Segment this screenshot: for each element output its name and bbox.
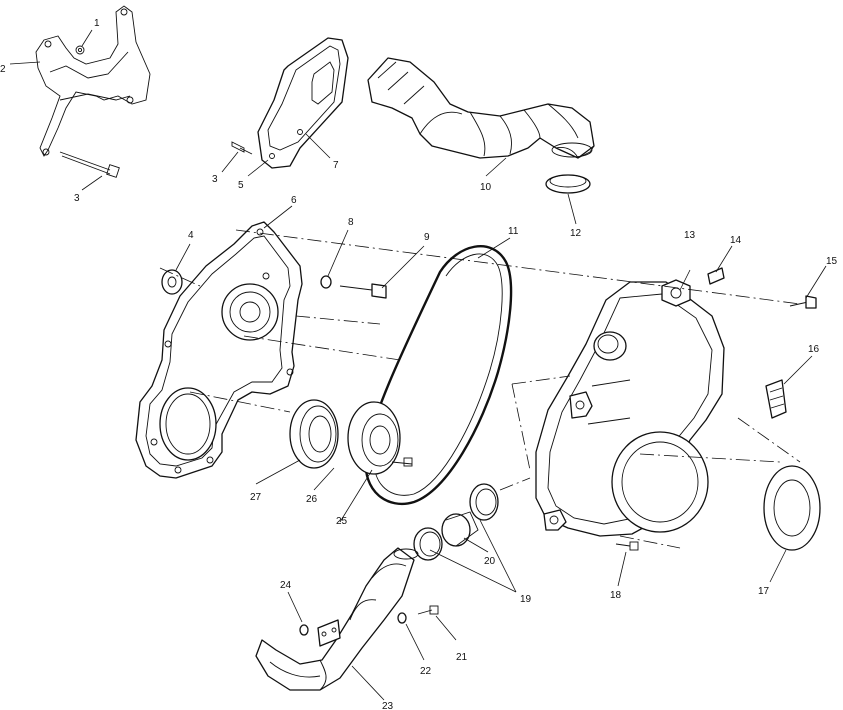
callout-16: 16 <box>808 344 820 355</box>
callout-11: 11 <box>508 226 519 237</box>
callout-3a: 3 <box>74 193 80 204</box>
callout-17: 17 <box>758 586 770 597</box>
duct-seal-part <box>545 174 591 194</box>
callout-10: 10 <box>480 182 492 193</box>
callout-19: 19 <box>520 594 532 605</box>
bolt-part <box>339 283 387 299</box>
cover-screw-part <box>789 295 817 309</box>
callout-9: 9 <box>424 232 430 243</box>
callout-4: 4 <box>188 230 194 241</box>
intake-duct-part <box>367 57 595 159</box>
decal-part <box>765 379 787 419</box>
warning-label-part <box>707 267 725 285</box>
callout-14: 14 <box>730 235 742 246</box>
callout-25: 25 <box>336 516 348 527</box>
callout-24: 24 <box>280 580 292 591</box>
callout-18: 18 <box>610 590 622 601</box>
outer-clutch-cover-part <box>535 279 725 537</box>
seal-part <box>289 399 339 469</box>
exhaust-nut-part <box>299 624 309 636</box>
clamp-upper-part <box>469 483 499 521</box>
coupler-part <box>441 511 479 547</box>
lower-screw-part <box>615 541 639 551</box>
plate-screw-part <box>231 141 253 155</box>
callout-13: 13 <box>684 230 696 241</box>
callout-23: 23 <box>382 701 394 710</box>
leader-lines <box>9 29 827 701</box>
cover-disc-part <box>763 465 821 551</box>
washer-part <box>320 275 332 289</box>
exhaust-duct-part <box>255 547 419 691</box>
inner-cover-part <box>135 221 303 479</box>
mounting-bracket-part <box>35 5 151 157</box>
callout-6: 6 <box>291 195 297 206</box>
drive-sheave-part <box>347 401 413 475</box>
callout-labels: 1 2 3 3 4 5 6 7 8 9 10 11 12 13 14 15 16… <box>0 18 838 710</box>
callout-8: 8 <box>348 217 354 228</box>
bracket-bolt-part <box>59 151 120 178</box>
callout-12: 12 <box>570 228 582 239</box>
intake-plate-part <box>257 37 349 169</box>
callout-15: 15 <box>826 256 838 267</box>
callout-2: 2 <box>0 64 6 75</box>
callout-26: 26 <box>306 494 318 505</box>
nut-part <box>75 45 85 55</box>
exhaust-washer-part <box>397 612 407 624</box>
callout-27: 27 <box>250 492 262 503</box>
callout-5: 5 <box>238 180 244 191</box>
callout-22: 22 <box>420 666 432 677</box>
callout-1: 1 <box>94 18 100 29</box>
callout-21: 21 <box>456 652 468 663</box>
callout-20: 20 <box>484 556 496 567</box>
clamp-lower-part <box>413 527 443 561</box>
exhaust-bolt-part <box>417 605 439 615</box>
alignment-lines <box>159 229 801 549</box>
callout-3b: 3 <box>212 174 218 185</box>
callout-7: 7 <box>333 160 339 171</box>
